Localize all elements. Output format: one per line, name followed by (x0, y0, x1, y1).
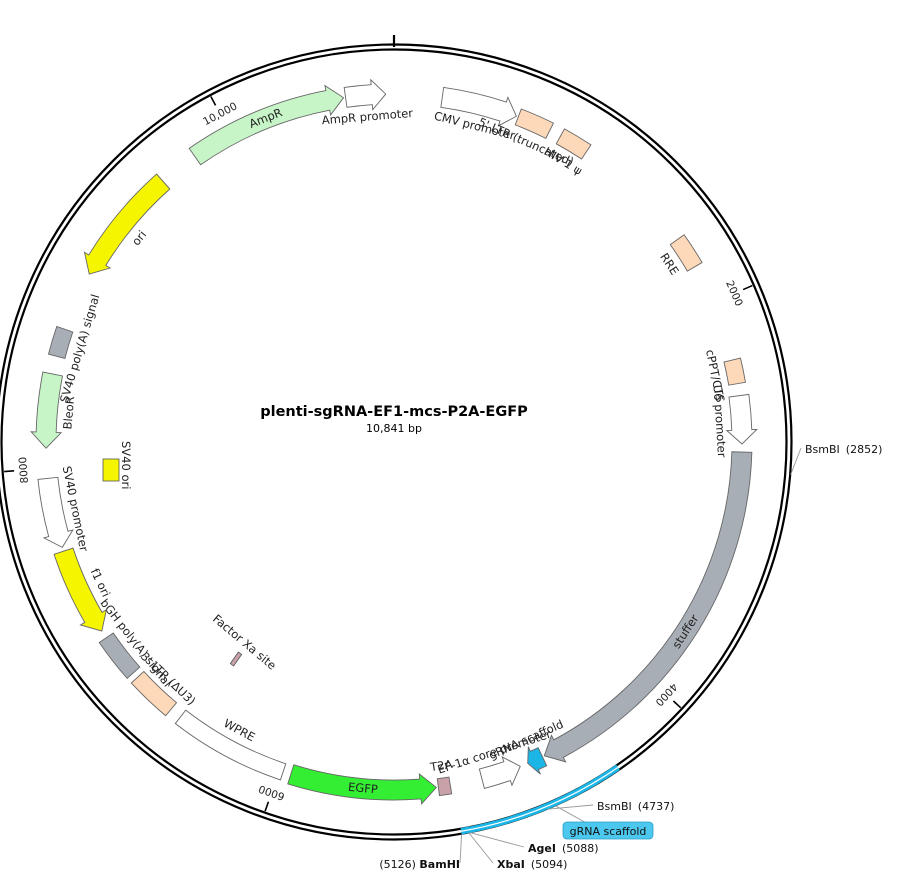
site-pos-bsmbi2: (4737) (638, 800, 675, 813)
feature-psi[interactable] (555, 128, 592, 160)
feature-label-ori: ori (129, 228, 149, 248)
backbone-ring (0, 35, 793, 841)
feature-ltr3[interactable] (130, 670, 178, 717)
site-name-xbai: XbaI (497, 858, 525, 871)
feature-t2a[interactable] (436, 776, 453, 797)
feature-u6[interactable] (725, 393, 758, 445)
backbone-inner (0, 48, 788, 836)
tick-mark (672, 700, 682, 709)
feature-scaffold[interactable] (527, 746, 548, 775)
scaffold-badge[interactable] (562, 821, 654, 840)
site-name-bamhi: BamHI (419, 858, 460, 871)
plasmid-size: 10,841 bp (366, 422, 422, 435)
sv40-ori-box[interactable] (102, 458, 120, 482)
site-leader-xbai (468, 832, 494, 864)
tick-label: 6000 (257, 782, 286, 802)
highlight-core (460, 766, 619, 832)
feature-rre[interactable] (669, 234, 703, 272)
site-pos-agei: (5088) (562, 842, 599, 855)
feature-ori[interactable] (83, 173, 171, 275)
sv40-ori-label: SV40 ori (119, 441, 133, 489)
scaffold-badge-label: gRNA scaffold (570, 825, 647, 838)
feature-label-u6: U6 promoter (711, 384, 730, 458)
feature-sv40p[interactable] (37, 476, 74, 548)
feature-egfp[interactable] (287, 764, 438, 806)
feature-label-egfp: EGFP (347, 780, 378, 797)
feature-ampr[interactable] (188, 84, 345, 166)
feature-f1[interactable] (53, 547, 108, 632)
feature-label-bleor: BleoR (60, 396, 77, 430)
tick-mark (210, 96, 217, 106)
feature-stuffer[interactable] (543, 451, 753, 763)
site-leader-agei (470, 832, 525, 848)
feature-ltr5[interactable] (514, 108, 555, 139)
center-label: plenti-sgRNA-EF1-mcs-P2A-EGFP 10,841 bp (260, 404, 528, 435)
site-xbai[interactable]: XbaI (5094) (497, 858, 567, 871)
tick-label: 8000 (17, 456, 31, 484)
feature-bgh[interactable] (98, 632, 141, 680)
site-name-bsmbi1: BsmBI (805, 443, 840, 456)
factor-xa-label: Factor Xa site (210, 612, 279, 673)
site-pos-bamhi: (5126) (379, 858, 419, 871)
feature-amprp[interactable] (343, 78, 387, 111)
tick-mark (4, 470, 15, 473)
feature-ef1a[interactable] (478, 756, 521, 789)
site-bamhi[interactable]: (5126) BamHI (379, 858, 460, 871)
feature-cppt[interactable] (723, 357, 746, 386)
site-agei[interactable]: AgeI (5088) (528, 842, 599, 855)
site-leader-bamhi (459, 834, 463, 864)
site-pos-bsmbi1: (2852) (846, 443, 883, 456)
tick-label: 2000 (723, 279, 745, 308)
site-leader-bsmbi1 (790, 447, 802, 475)
feature-cmv[interactable] (440, 86, 517, 127)
feature-bleor[interactable] (30, 371, 64, 449)
feature-sv40pa[interactable] (47, 325, 74, 359)
tick-mark (742, 284, 753, 291)
plasmid-name: plenti-sgRNA-EF1-mcs-P2A-EGFP (260, 404, 528, 420)
feature-wpre[interactable] (174, 709, 287, 781)
site-pos-xbai: (5094) (531, 858, 568, 871)
site-leader-bsmbi2 (547, 804, 594, 810)
restriction-sites: BsmBI (2852) BsmBI (4737) AgeI (5088) XbaI (509… (379, 443, 882, 871)
feature-label-t2a: T2A (428, 757, 453, 774)
site-bsmbi1[interactable]: BsmBI (2852) (805, 443, 882, 456)
factor-xa-marker[interactable] (229, 651, 243, 667)
site-bsmbi2[interactable]: BsmBI (4737) (597, 800, 674, 813)
site-name-bsmbi2: BsmBI (597, 800, 632, 813)
site-name-agei: AgeI (528, 842, 556, 855)
tick-mark (264, 801, 270, 812)
